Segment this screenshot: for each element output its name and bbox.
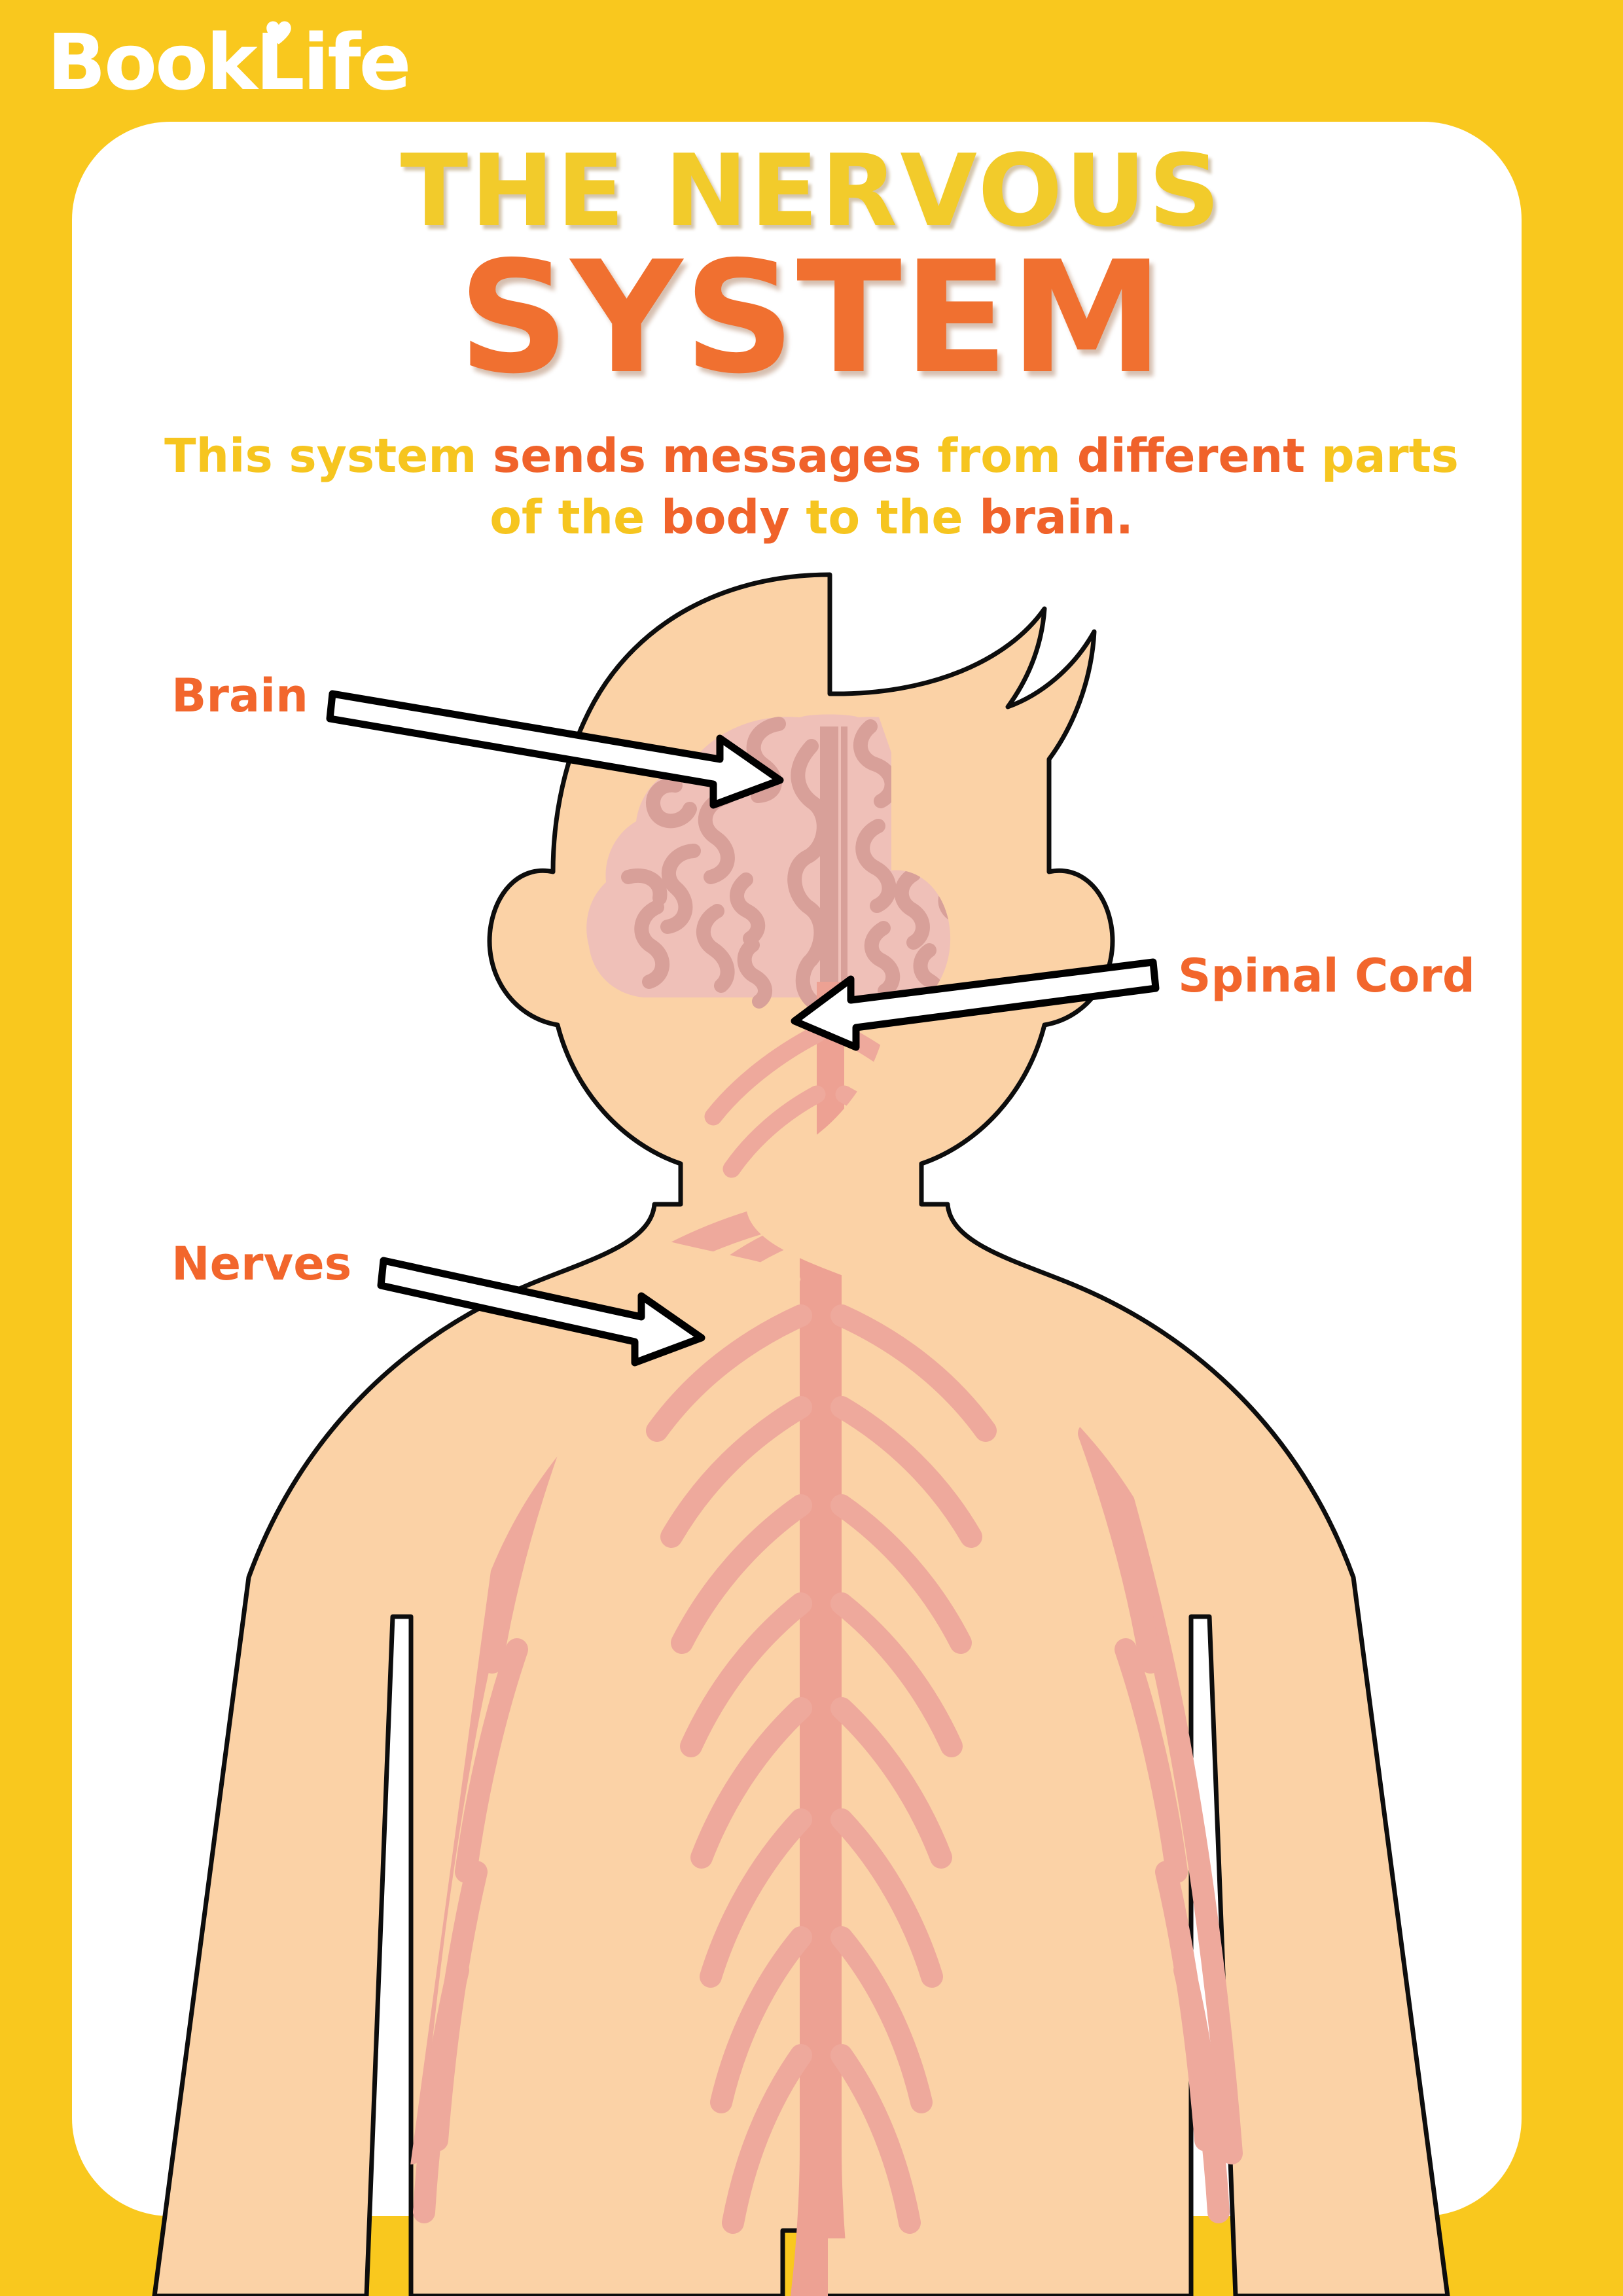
label-spinal-cord: Spinal Cord	[1178, 949, 1476, 1003]
nerves-arrow	[377, 1257, 705, 1367]
brand-logo: BookLife	[47, 21, 412, 101]
title-line-1: THE NERVOUS	[400, 133, 1223, 249]
heart-icon	[266, 21, 291, 45]
spinal-cord-arrow	[791, 958, 1160, 1051]
title-line-2: SYSTEM	[458, 228, 1165, 408]
subtitle: This system sends messages from differen…	[0, 425, 1623, 548]
subtitle-line-2: of the body to the brain.	[490, 490, 1133, 545]
brand-name: BookLife	[47, 17, 412, 107]
label-brain: Brain	[171, 669, 308, 723]
brain-arrow	[326, 690, 784, 809]
subtitle-line-1: This system sends messages from differen…	[164, 429, 1459, 483]
page-title: THE NERVOUS SYSTEM	[0, 133, 1623, 408]
label-nerves: Nerves	[171, 1237, 352, 1291]
